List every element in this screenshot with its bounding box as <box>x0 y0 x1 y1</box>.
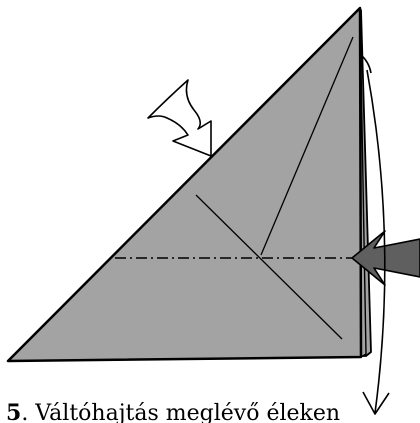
rotation-arrow-icon <box>360 54 390 415</box>
step-caption: 5. Váltóhajtás meglévő éleken <box>6 398 416 423</box>
crease-diagonal <box>195 194 343 340</box>
crease-slanted <box>260 36 354 256</box>
curved-fold-arrow-icon <box>147 79 212 157</box>
push-arrow-icon <box>351 230 420 286</box>
paper-triangle <box>6 6 363 363</box>
step-number: 5 <box>6 400 22 423</box>
step-description: . Váltóhajtás meglévő éleken <box>21 401 341 423</box>
